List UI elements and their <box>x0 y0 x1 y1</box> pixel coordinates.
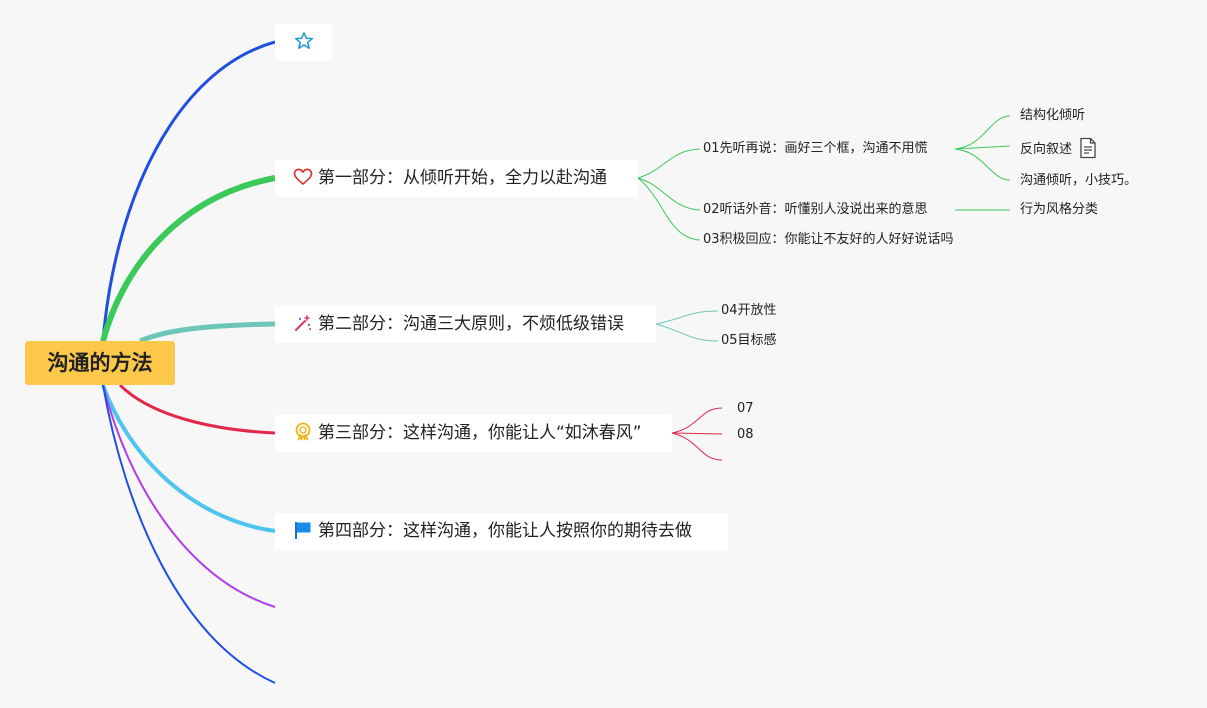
leaf-behavior-style[interactable]: 行为风格分类 <box>1020 202 1099 217</box>
leaf-reverse-narration[interactable]: 反向叙述 <box>1020 137 1098 159</box>
branch-part4 <box>101 384 276 533</box>
topic-part4[interactable]: 第四部分：这样沟通，你能让人按照你的期待去做 <box>275 513 728 550</box>
topic-part3-label: 第三部分：这样沟通，你能让人“如沐春风” <box>318 423 642 443</box>
star-icon <box>294 31 314 51</box>
sparkle-icon <box>293 313 313 333</box>
subtopic-07[interactable]: 07 <box>737 401 754 416</box>
leaf-reverse-narration-label: 反向叙述 <box>1020 142 1073 157</box>
branch-empty1 <box>102 384 276 608</box>
heart-icon <box>293 167 313 187</box>
subtopic-01[interactable]: 01先听再说：画好三个框，沟通不用慌 <box>703 141 928 156</box>
topic-part3[interactable]: 第三部分：这样沟通，你能让人“如沐春风” <box>275 415 672 452</box>
subtopic-04[interactable]: 04开放性 <box>721 303 777 318</box>
topic-part2-label: 第二部分：沟通三大原则，不烦低级错误 <box>318 314 624 334</box>
document-icon[interactable] <box>1078 137 1098 159</box>
topic-part1-label: 第一部分：从倾听开始，全力以赴沟通 <box>318 168 607 188</box>
branch-empty2 <box>102 384 276 684</box>
topic-part4-label: 第四部分：这样沟通，你能让人按照你的期待去做 <box>318 521 692 541</box>
subtopic-03[interactable]: 03积极回应：你能让不友好的人好好说话吗 <box>703 232 954 247</box>
topic-star[interactable] <box>275 24 332 61</box>
subtopic-05[interactable]: 05目标感 <box>721 333 777 348</box>
subtopic-02[interactable]: 02听话外音：听懂别人没说出来的意思 <box>703 202 928 217</box>
topic-part2[interactable]: 第二部分：沟通三大原则，不烦低级错误 <box>275 306 656 343</box>
root-topic[interactable]: 沟通的方法 <box>25 341 175 385</box>
part3-sub-lines <box>671 407 723 461</box>
award-icon <box>293 422 313 442</box>
flag-icon <box>293 520 313 540</box>
branch-part1 <box>100 175 276 342</box>
leaf-structured-listening[interactable]: 结构化倾听 <box>1020 108 1086 123</box>
branch-part2 <box>139 321 276 344</box>
leaf-listening-tips[interactable]: 沟通倾听，小技巧。 <box>1020 173 1138 188</box>
subtopic-08[interactable]: 08 <box>737 427 754 442</box>
part2-sub-lines <box>655 310 719 342</box>
branch-part3 <box>118 383 276 435</box>
topic-part1[interactable]: 第一部分：从倾听开始，全力以赴沟通 <box>275 160 638 197</box>
branch-star <box>101 40 276 342</box>
part1-sub-lines <box>637 115 1011 241</box>
